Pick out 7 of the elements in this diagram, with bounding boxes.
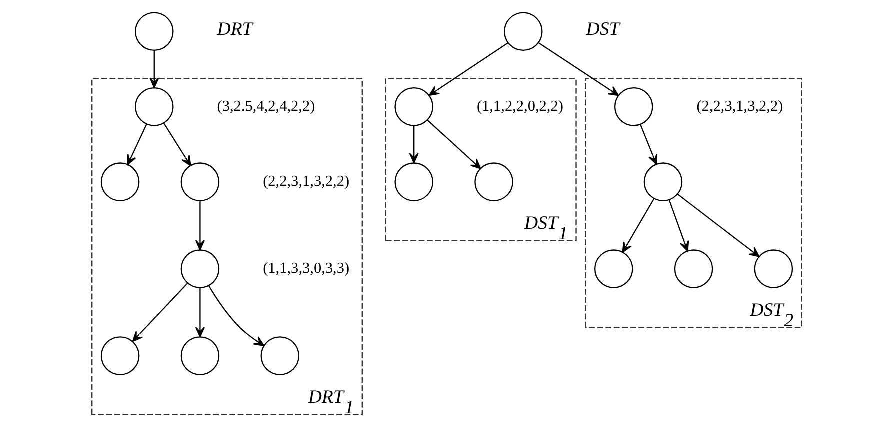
node-label: (1,1,3,3,0,3,3) xyxy=(262,260,350,278)
node-label: (2,2,3,1,3,2,2) xyxy=(262,173,350,190)
node-label: (3,2.5,4,2,4,2,2) xyxy=(216,98,315,115)
node-label: (2,2,3,1,3,2,2) xyxy=(696,98,783,115)
node-label: DRT xyxy=(216,18,252,40)
node-label: DST xyxy=(586,18,620,40)
node-label: (1,1,2,2,0,2,2) xyxy=(476,98,563,115)
